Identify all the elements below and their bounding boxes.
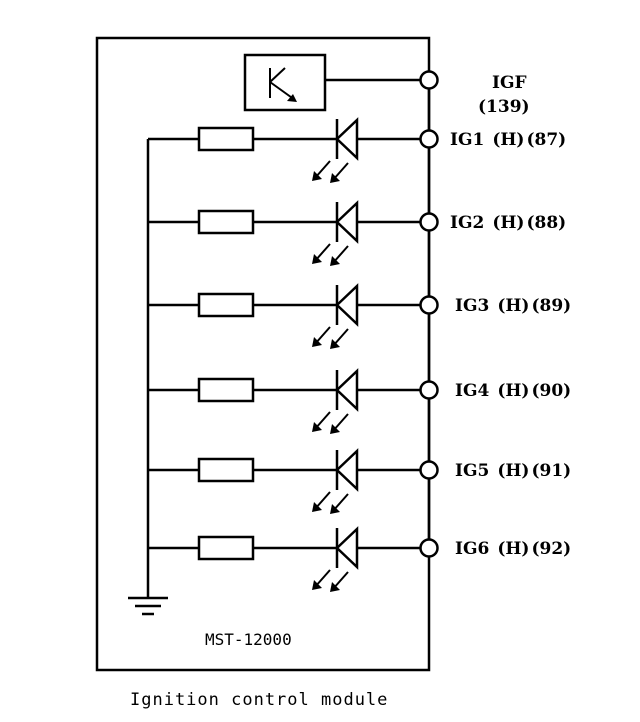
channel-row: IG1 (H)(87) <box>148 117 566 183</box>
terminal-ig3 <box>419 295 439 315</box>
led-emission-arrowhead <box>330 173 340 183</box>
led-emission-arrowhead <box>330 256 340 266</box>
pin-code: (91) <box>531 461 571 481</box>
terminal-ig2 <box>419 212 439 232</box>
led-triangle <box>335 283 359 327</box>
terminal-ig4 <box>419 380 439 400</box>
pin-label-ig6: IG6 (H)(92) <box>455 539 571 559</box>
igf-code: (139) <box>478 97 530 117</box>
channel-row: IG3 (H)(89) <box>148 283 571 349</box>
resistor <box>197 209 255 235</box>
resistor <box>197 535 255 561</box>
led-emission-arrowhead <box>330 504 340 514</box>
led-emission-arrowhead <box>312 171 322 181</box>
pin-name: IG4 <box>455 381 489 401</box>
igf-terminal <box>419 70 439 90</box>
led-emission-arrowhead <box>312 580 322 590</box>
module-label: MST-12000 <box>205 630 292 649</box>
led-emission-arrowhead <box>330 424 340 434</box>
pin-level: (H) <box>492 130 524 150</box>
pin-label-ig1: IG1 (H)(87) <box>450 130 566 150</box>
igf-driver <box>243 53 439 112</box>
igf-label: IGF <box>492 73 527 93</box>
pin-name: IG6 <box>455 539 489 559</box>
led-triangle <box>335 526 359 570</box>
pin-name: IG5 <box>455 461 489 481</box>
channel-row: IG5 (H)(91) <box>148 448 571 514</box>
pin-label-ig5: IG5 (H)(91) <box>455 461 571 481</box>
pin-name: IG2 <box>450 213 484 233</box>
pin-code: (90) <box>531 381 571 401</box>
led-emission-arrowhead <box>330 582 340 592</box>
led-triangle <box>335 368 359 412</box>
led-triangle <box>335 117 359 161</box>
channel-row: IG2 (H)(88) <box>148 200 566 266</box>
pin-label-ig2: IG2 (H)(88) <box>450 213 566 233</box>
resistor <box>197 457 255 483</box>
igf-glyph-upper <box>269 67 286 83</box>
led-triangle <box>335 200 359 244</box>
pin-level: (H) <box>497 381 529 401</box>
channel-row: IG6 (H)(92) <box>148 526 571 592</box>
led-emission-arrowhead <box>312 337 322 347</box>
led-emission-arrowhead <box>312 422 322 432</box>
igf-driver-box <box>243 53 327 112</box>
channel-row: IG4 (H)(90) <box>148 368 571 434</box>
resistor <box>197 377 255 403</box>
pin-level: (H) <box>497 296 529 316</box>
led-emission-arrowhead <box>330 339 340 349</box>
led-emission-arrowhead <box>312 254 322 264</box>
terminal-ig6 <box>419 538 439 558</box>
pin-level: (H) <box>497 539 529 559</box>
pin-label-ig3: IG3 (H)(89) <box>455 296 571 316</box>
pin-code: (89) <box>531 296 571 316</box>
igf-glyph-arrow <box>287 94 297 102</box>
channel-rows: IG1(H)(87)IG2(H)(88)IG3(H)(89)IG4(H)(90)… <box>148 117 571 592</box>
diagram-caption: Ignition control module <box>130 690 388 710</box>
terminal-ig1 <box>419 129 439 149</box>
led-triangle <box>335 448 359 492</box>
pin-code: (87) <box>526 130 566 150</box>
resistor <box>197 126 255 152</box>
pin-label-ig4: IG4 (H)(90) <box>455 381 571 401</box>
pin-level: (H) <box>492 213 524 233</box>
pin-name: IG3 <box>455 296 489 316</box>
resistor <box>197 292 255 318</box>
pin-name: IG1 <box>450 130 484 150</box>
pin-level: (H) <box>497 461 529 481</box>
led-emission-arrowhead <box>312 502 322 512</box>
ground-symbol <box>128 596 168 616</box>
terminal-ig5 <box>419 460 439 480</box>
pin-code: (92) <box>531 539 571 559</box>
pin-code: (88) <box>526 213 566 233</box>
